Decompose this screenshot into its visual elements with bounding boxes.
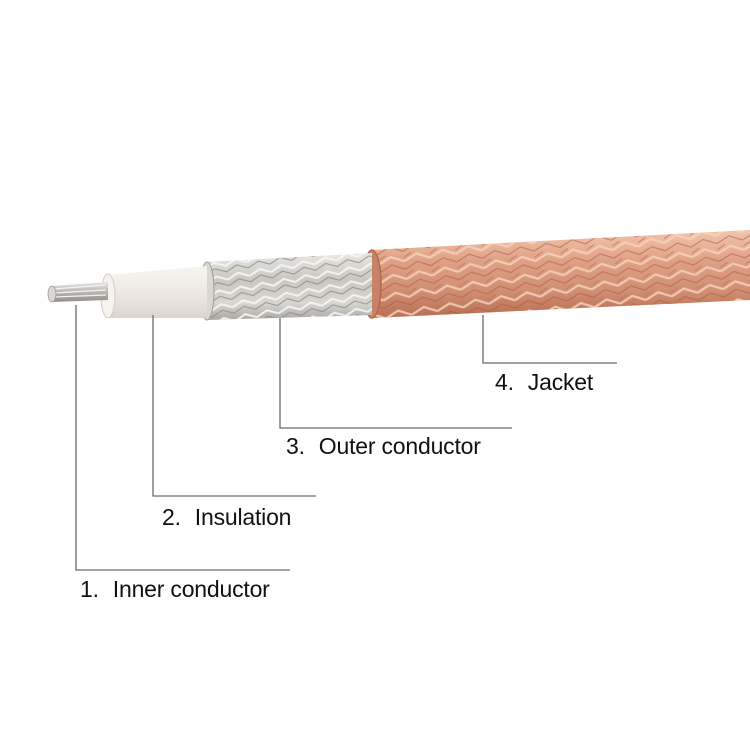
inner-conductor-layer — [47, 282, 108, 303]
label-number: 4. — [495, 369, 514, 395]
label-text: Insulation — [194, 504, 292, 530]
label-jacket: 4. Jacket — [495, 369, 593, 396]
label-number: 1. — [80, 576, 99, 602]
label-text: Outer conductor — [318, 433, 481, 459]
label-text: Inner conductor — [112, 576, 270, 602]
label-outer-conductor: 3. Outer conductor — [286, 433, 481, 460]
label-inner-conductor: 1. Inner conductor — [80, 576, 270, 603]
leader-line-inner-conductor — [75, 305, 290, 571]
insulation-layer — [100, 266, 207, 319]
leader-line-outer-conductor — [279, 318, 512, 429]
label-text: Jacket — [527, 369, 594, 395]
label-number: 3. — [286, 433, 305, 459]
outer-conductor-layer — [199, 253, 372, 321]
label-insulation: 2. Insulation — [162, 504, 291, 531]
leader-line-insulation — [152, 315, 316, 497]
jacket-layer — [362, 230, 750, 319]
leader-line-jacket — [482, 315, 617, 364]
label-number: 2. — [162, 504, 181, 530]
leader-lines — [75, 305, 617, 571]
